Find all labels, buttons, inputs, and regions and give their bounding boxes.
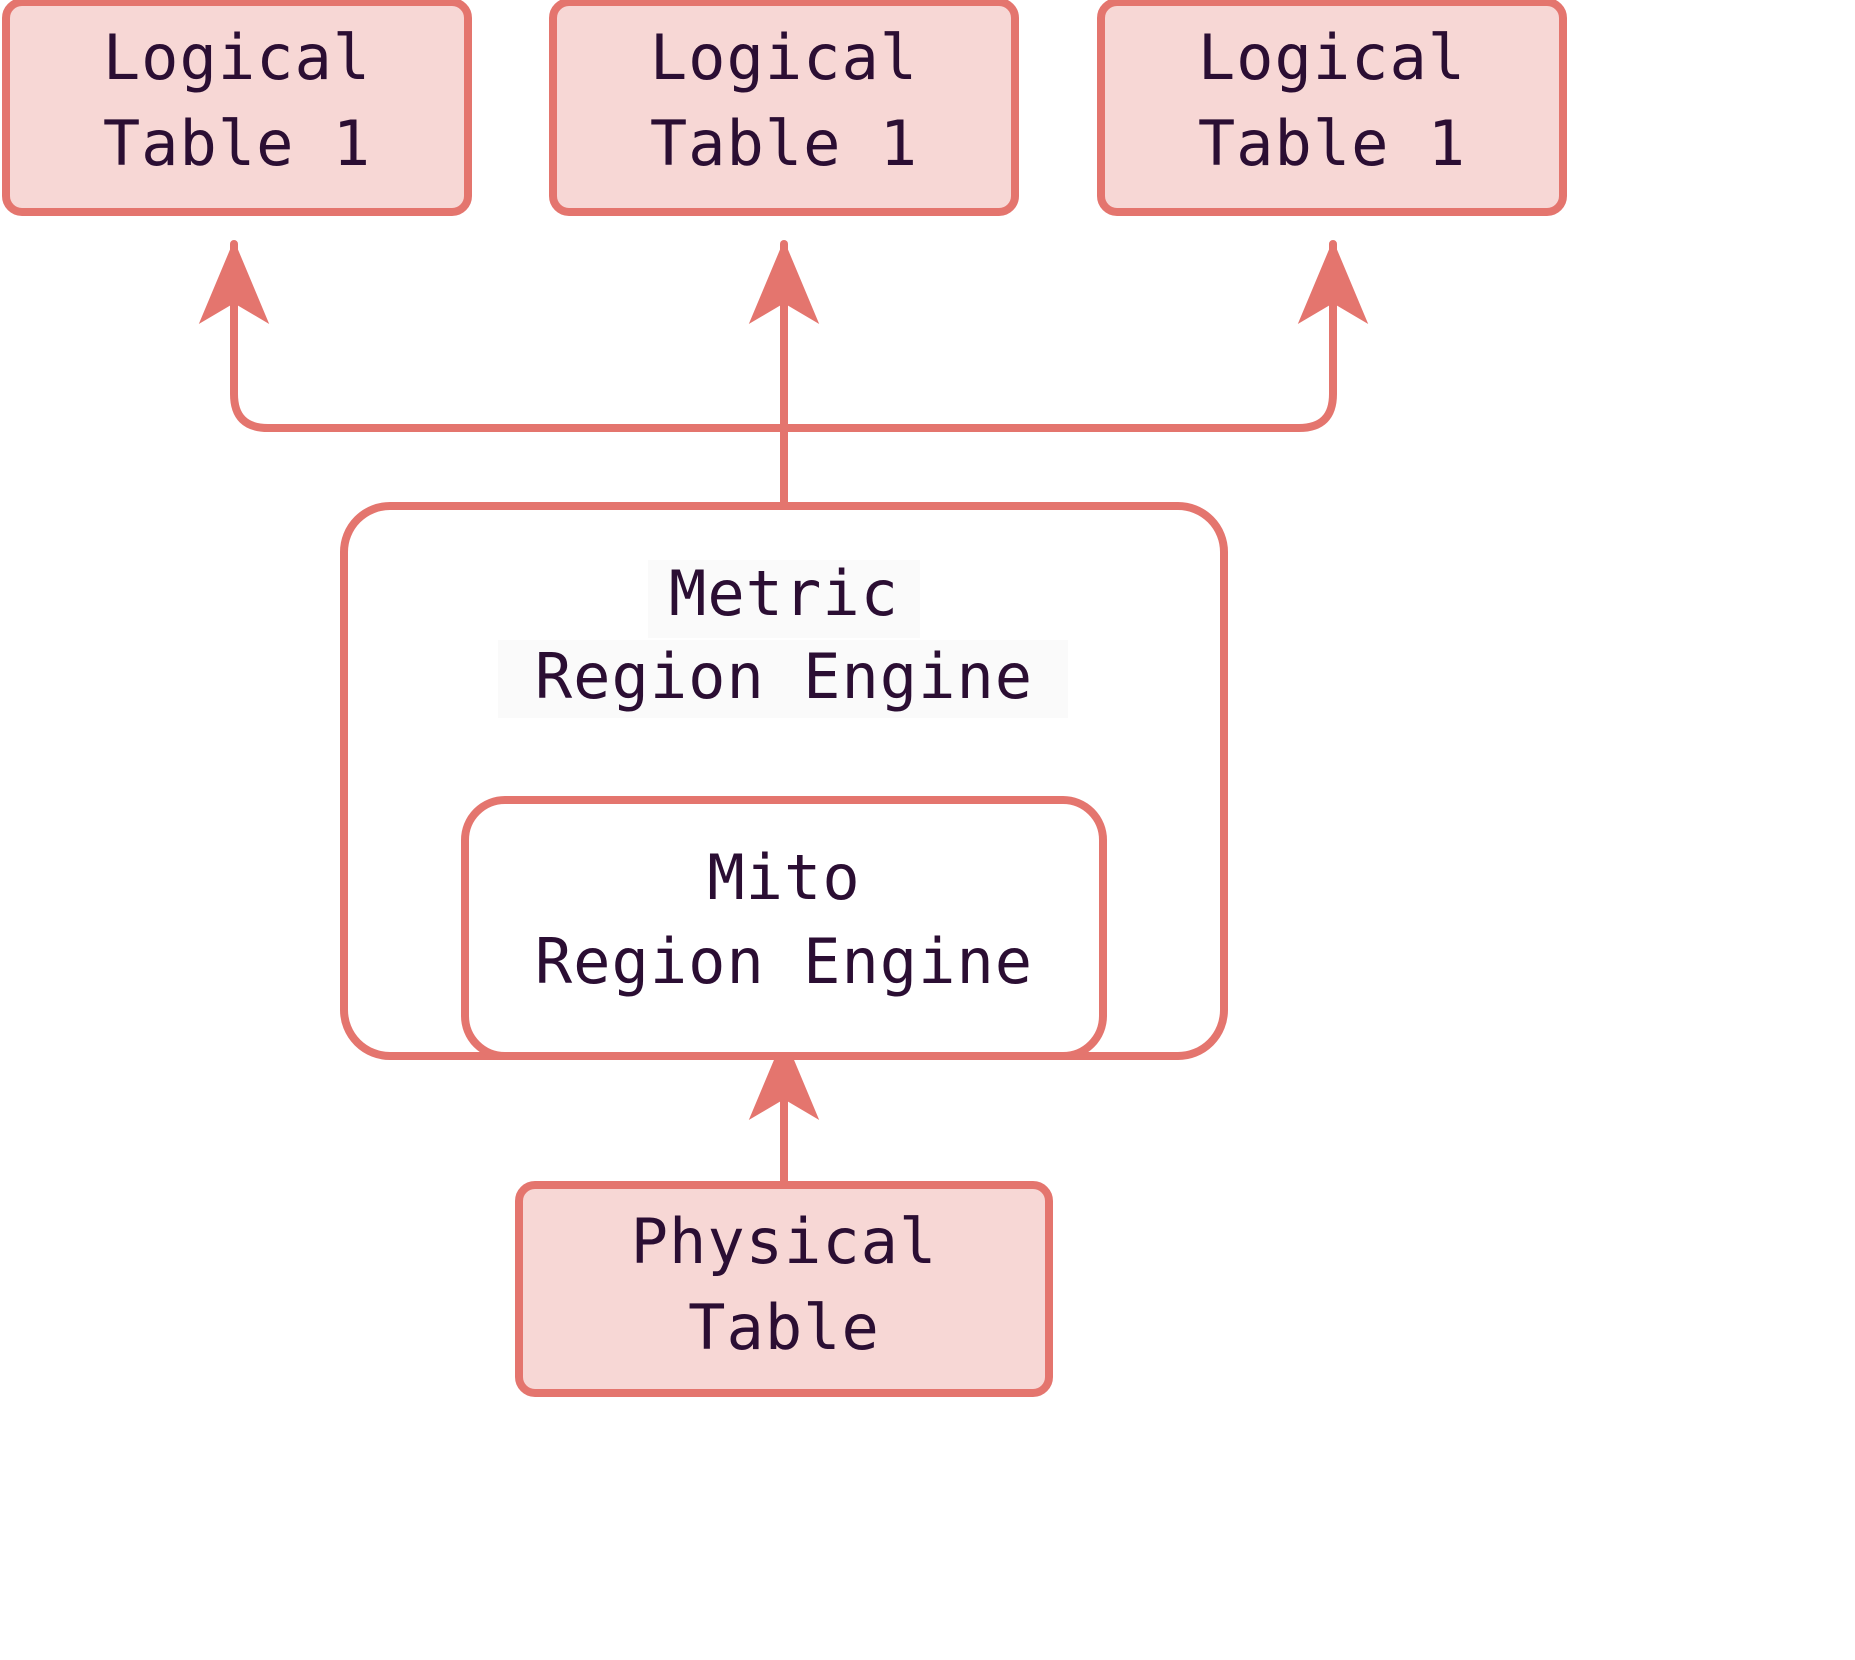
logical-table-1-label-line1: Logical	[103, 21, 371, 94]
mito-region-engine-label-line2: Region Engine	[535, 925, 1033, 998]
physical-table-shape[interactable]	[515, 1181, 1053, 1397]
node-mito-region-engine[interactable]: Mito Region Engine	[461, 796, 1107, 1060]
node-logical-table-2[interactable]: Logical Table 1	[549, 0, 1019, 216]
logical-table-3-shape[interactable]	[1097, 0, 1567, 216]
edge-metric-to-logical-3	[780, 240, 1369, 432]
edge-layer	[198, 240, 1369, 1189]
logical-table-1-label-line2: Table 1	[103, 107, 371, 180]
logical-table-1-shape[interactable]	[2, 0, 472, 216]
node-physical-table[interactable]: Physical Table	[515, 1181, 1053, 1397]
logical-table-2-shape[interactable]	[549, 0, 1019, 216]
physical-table-label-line2: Table	[688, 1291, 880, 1364]
metric-region-engine-label-line1: Metric	[669, 557, 899, 630]
node-logical-table-3[interactable]: Logical Table 1	[1097, 0, 1567, 216]
mito-region-engine-label-line1: Mito	[707, 841, 860, 914]
node-logical-table-1[interactable]: Logical Table 1	[2, 0, 472, 216]
logical-table-2-label-line1: Logical	[650, 21, 918, 94]
logical-table-3-label-line1: Logical	[1198, 21, 1466, 94]
metric-label-halo-2	[498, 640, 1068, 718]
metric-region-engine-label-line2: Region Engine	[535, 640, 1033, 713]
physical-table-label-line1: Physical	[631, 1205, 938, 1278]
metric-label-halo-1	[648, 560, 920, 638]
edge-metric-to-logical-1	[198, 240, 788, 432]
logical-table-2-label-line2: Table 1	[650, 107, 918, 180]
mito-region-engine-shape[interactable]	[461, 796, 1107, 1060]
logical-table-3-label-line2: Table 1	[1198, 107, 1466, 180]
